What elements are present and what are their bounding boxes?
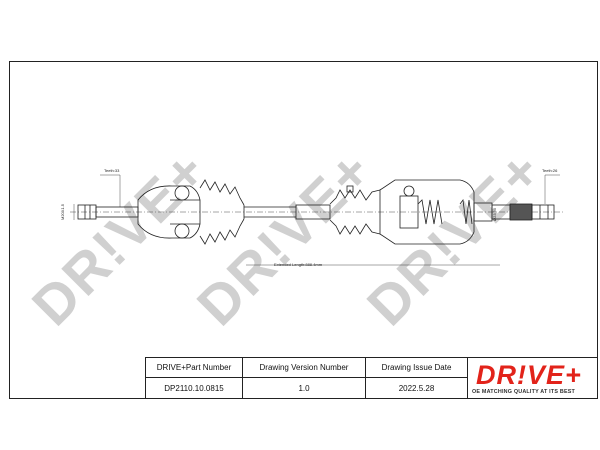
part-number-value: DP2110.10.0815: [145, 377, 243, 399]
right-spline: [509, 203, 533, 221]
cv-ball-bottom: [174, 223, 190, 239]
damper-sleeve: [295, 204, 331, 220]
boot-clamp-top: [346, 185, 354, 193]
version-value: 1.0: [242, 377, 366, 399]
right-boot-top: [329, 189, 381, 205]
cv-ball-top: [174, 185, 190, 201]
issue-date-value: 2022.5.28: [365, 377, 468, 399]
teeth-left-label: Teeth:33: [104, 168, 120, 173]
left-boot-bottom: [199, 218, 245, 245]
inner-spring: [417, 199, 443, 225]
teeth-right-label: Teeth:26: [542, 168, 558, 173]
inner-joint-bolt: [403, 185, 415, 197]
brand-logo-word: DR!VE+: [476, 360, 582, 390]
right-shaft-end: [531, 204, 555, 220]
inner-tripod-joint: [379, 179, 475, 245]
diameter-right-label: Ø23.95: [492, 207, 497, 221]
left-boot-top: [199, 179, 245, 206]
extended-length-label: Extended Length:888.4mm: [274, 262, 323, 267]
right-boot-bottom: [329, 219, 381, 235]
header-version: Drawing Version Number: [242, 357, 366, 378]
header-part-number: DRIVE+Part Number: [145, 357, 243, 378]
inner-joint-spider: [399, 195, 419, 229]
thread-left-label: M20X1.5: [60, 203, 65, 220]
inner-spring-small: [459, 198, 473, 225]
header-issue-date: Drawing Issue Date: [365, 357, 468, 378]
brand-logo: DR!VE+ OE MATCHING QUALITY AT ITS BEST: [467, 357, 598, 399]
brand-tagline: OE MATCHING QUALITY AT ITS BEST: [472, 389, 576, 395]
